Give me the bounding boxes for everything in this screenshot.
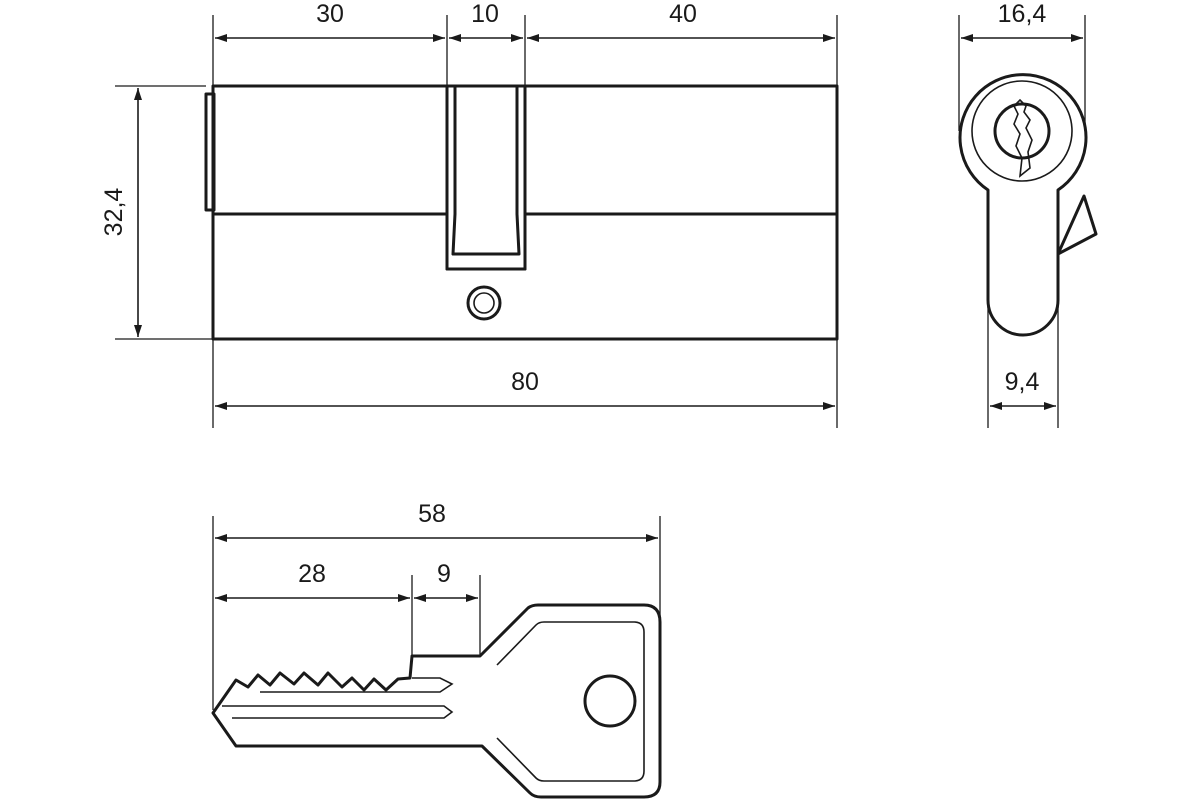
- dimension-key-total: 58: [212, 500, 661, 710]
- dimension-key-blade: 28 9: [215, 560, 481, 656]
- dim-label-16-4: 16,4: [998, 0, 1047, 28]
- key-outline: [211, 603, 662, 799]
- dimension-side-lower: 9,4: [987, 300, 1059, 428]
- dim-label-30: 30: [316, 0, 344, 28]
- dim-label-80: 80: [511, 368, 539, 396]
- dimension-total-length: 80: [212, 339, 838, 428]
- dimension-top: 30 10 40: [212, 0, 838, 86]
- dimension-side-width: 16,4: [958, 0, 1086, 131]
- cylinder-left-cap: [204, 92, 216, 212]
- key-groove-upper: [260, 677, 454, 693]
- key-hole: [583, 674, 637, 728]
- key-drawing: [211, 603, 662, 799]
- dim-label-10: 10: [471, 0, 499, 28]
- screw-hole: [466, 285, 502, 321]
- dim-label-40: 40: [669, 0, 697, 28]
- cylinder-front-view: [204, 84, 839, 341]
- cylinder-side-view: [958, 73, 1098, 337]
- dim-label-9-4: 9,4: [1005, 368, 1040, 396]
- keyway-plug: [993, 102, 1051, 160]
- dimension-height: 32,4: [100, 85, 213, 340]
- cam-slot: [445, 84, 527, 271]
- cam-tail: [1056, 194, 1098, 256]
- keyway-key: [1013, 98, 1033, 178]
- dim-label-28: 28: [298, 560, 326, 588]
- dim-label-58: 58: [418, 500, 446, 528]
- cylinder-profile: [958, 73, 1088, 337]
- key-bow-inner: [496, 621, 645, 782]
- key-groove-lower: [222, 705, 454, 719]
- dim-label-32-4: 32,4: [100, 188, 128, 237]
- dim-label-9: 9: [437, 560, 451, 588]
